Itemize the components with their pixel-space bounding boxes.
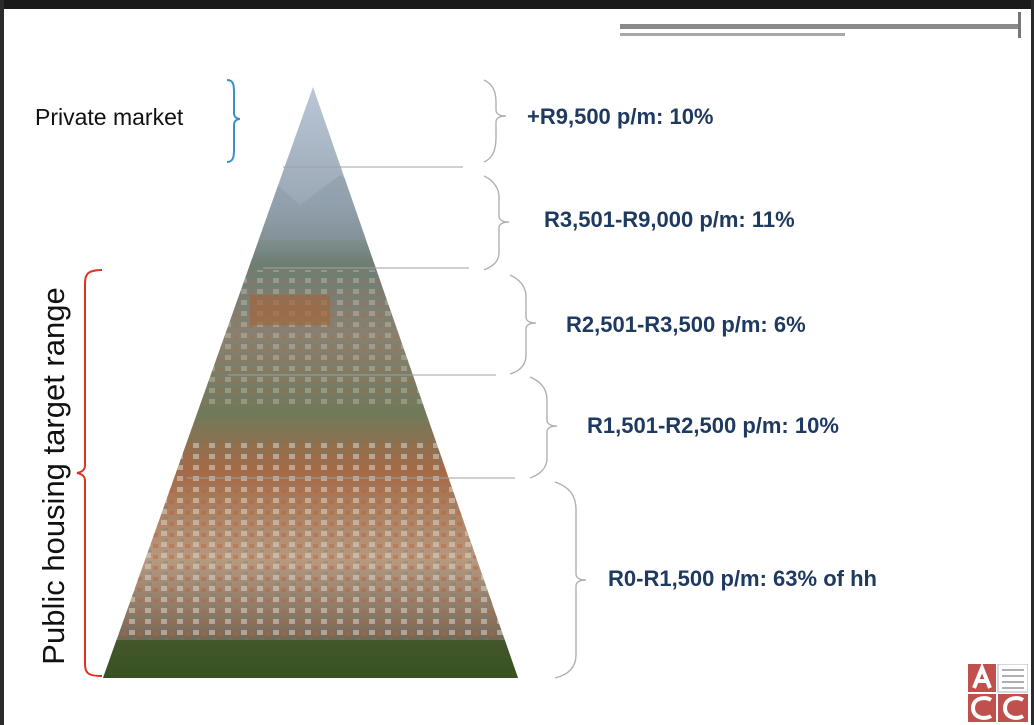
tier-label-1: +R9,500 p/m: 10% bbox=[527, 104, 714, 129]
header-decoration-bar-thin bbox=[620, 33, 845, 36]
top-border bbox=[0, 0, 1034, 9]
private-market-bracket bbox=[226, 79, 241, 163]
header-decoration-bar bbox=[620, 24, 1020, 29]
tier-label-3: R2,501-R3,500 p/m: 6% bbox=[566, 312, 806, 337]
right-border bbox=[1031, 0, 1034, 725]
left-border bbox=[0, 0, 4, 725]
tier-label-2: R3,501-R9,000 p/m: 11% bbox=[544, 207, 795, 232]
tier-braces bbox=[483, 79, 587, 679]
tier-divider-lines bbox=[187, 166, 515, 479]
public-housing-bracket bbox=[76, 269, 103, 677]
public-housing-label: Public housing target range bbox=[36, 287, 71, 665]
acc-logo bbox=[968, 664, 1028, 722]
header-decoration-tick bbox=[1018, 12, 1021, 38]
private-market-label: Private market bbox=[35, 104, 184, 130]
tier-label-5: R0-R1,500 p/m: 63% of hh bbox=[608, 566, 877, 591]
tier-label-4: R1,501-R2,500 p/m: 10% bbox=[587, 413, 839, 438]
